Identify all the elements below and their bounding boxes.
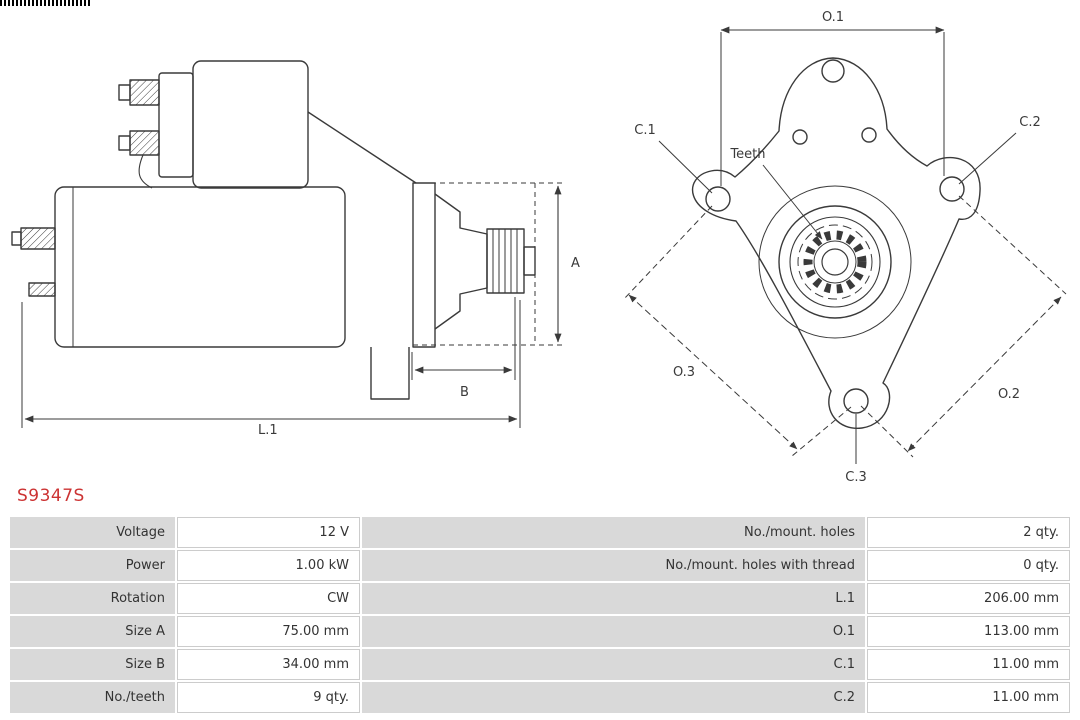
hole-c2: [939, 176, 965, 202]
spec-label: C.2: [362, 682, 865, 713]
dim-line-o2: [907, 296, 1062, 452]
dimension-labels: A B L.1 O.1 C.1 C.2 C.3 Teeth O.3 O.2: [258, 10, 1041, 485]
dim-label-o1: O.1: [822, 10, 844, 25]
pinion-gear: [486, 228, 536, 294]
teeth-label: Teeth: [729, 147, 765, 162]
spec-label: Rotation: [10, 583, 175, 614]
shaft-hole: [821, 248, 849, 276]
dim-label-o2: O.2: [998, 387, 1020, 402]
starter-motor-technical-drawing: A B L.1 O.1 C.1 C.2 C.3 Teeth O.3 O.2: [11, 10, 1067, 485]
scallop-ring: [797, 224, 873, 300]
spline-teeth: [803, 230, 867, 294]
mounting-bracket: [370, 347, 410, 400]
spec-label: Power: [10, 550, 175, 581]
hole-c1: [705, 186, 731, 212]
spec-label: C.1: [362, 649, 865, 680]
spec-value: 113.00 mm: [867, 616, 1070, 647]
spec-value: 0 qty.: [867, 550, 1070, 581]
drive-end-strut: [307, 111, 417, 184]
dim-ext-o3: [623, 205, 852, 457]
dim-label-b: B: [460, 385, 469, 400]
solenoid-cap: [158, 72, 194, 178]
terminal-stud-tip: [118, 84, 131, 101]
rear-terminal: [20, 227, 56, 250]
spec-value: 75.00 mm: [177, 616, 360, 647]
spec-value: 11.00 mm: [867, 649, 1070, 680]
rear-terminal-tip: [11, 231, 22, 246]
small-hole: [861, 127, 877, 143]
nose-cone: [434, 193, 488, 330]
bearing-ring-inner: [789, 216, 881, 308]
spec-value: 9 qty.: [177, 682, 360, 713]
dim-label-c2: C.2: [1019, 115, 1040, 130]
leader-c1: [658, 140, 713, 194]
spec-value: 206.00 mm: [867, 583, 1070, 614]
spec-value: 34.00 mm: [177, 649, 360, 680]
solenoid: [192, 60, 309, 189]
spec-label: L.1: [362, 583, 865, 614]
terminal-stud: [129, 79, 160, 106]
small-hole: [792, 129, 808, 145]
leader-teeth: [762, 164, 823, 240]
spec-value: 2 qty.: [867, 517, 1070, 548]
spec-label: Size A: [10, 616, 175, 647]
spec-value: CW: [177, 583, 360, 614]
bearing-ring-outer: [778, 205, 892, 319]
spec-label: Size B: [10, 649, 175, 680]
dim-line-o3: [628, 294, 798, 450]
part-number: S9347S: [17, 486, 85, 506]
dim-label-c1: C.1: [634, 123, 655, 138]
dim-label-l1: L.1: [258, 423, 278, 438]
spec-value: 12 V: [177, 517, 360, 548]
hole-c3: [843, 388, 869, 414]
spec-value: 11.00 mm: [867, 682, 1070, 713]
leader-c2: [958, 132, 1017, 185]
barcode: [0, 0, 92, 6]
terminal-stud-tip: [118, 135, 131, 151]
front-view: [623, 26, 1067, 464]
motor-body: [54, 186, 346, 348]
spec-label: Voltage: [10, 517, 175, 548]
spec-label: No./teeth: [10, 682, 175, 713]
spec-label: No./mount. holes with thread: [362, 550, 865, 581]
side-view: [11, 60, 566, 428]
terminal-stud: [129, 130, 160, 156]
spline-root: [813, 240, 857, 284]
mounting-flange-outline: [692, 57, 981, 429]
boss-outline: [758, 185, 912, 339]
arch-hole: [821, 59, 845, 83]
spec-label: O.1: [362, 616, 865, 647]
dim-label-c3: C.3: [845, 470, 866, 485]
spec-value: 1.00 kW: [177, 550, 360, 581]
spec-table: Voltage 12 V No./mount. holes 2 qty. Pow…: [10, 517, 1070, 713]
spec-label: No./mount. holes: [362, 517, 865, 548]
construction-lines: [413, 182, 566, 346]
drive-end-flange: [412, 182, 436, 348]
dim-label-a: A: [571, 256, 580, 271]
dim-label-o3: O.3: [673, 365, 695, 380]
terminal-wire: [138, 154, 153, 189]
rear-terminal: [28, 282, 56, 297]
dim-ext-o2: [860, 195, 1067, 458]
